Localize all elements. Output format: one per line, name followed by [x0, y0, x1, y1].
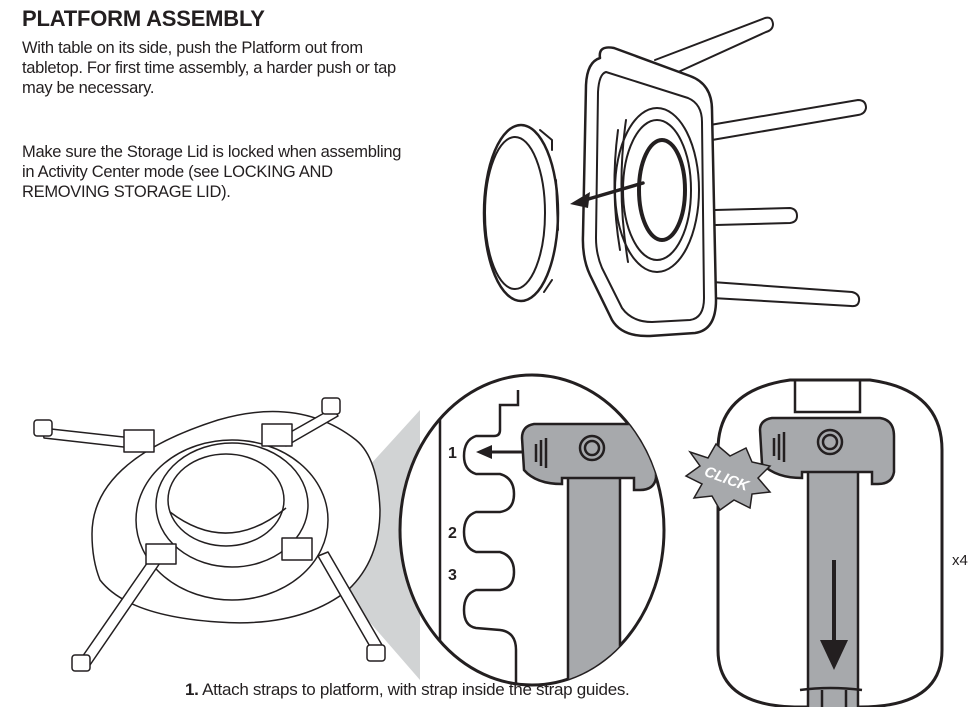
strap-guide-detail: 1 2 3	[398, 373, 666, 687]
step-number: 1.	[185, 680, 199, 699]
quantity-multiplier: x4	[952, 552, 968, 569]
strap-locked-detail: CLICK	[684, 378, 944, 707]
page-title: PLATFORM ASSEMBLY	[22, 6, 265, 31]
instruction-paragraph: With table on its side, push the Platfor…	[22, 39, 396, 97]
guide-label-1: 1	[448, 445, 457, 462]
storage-lid-note: Make sure the Storage Lid is locked when…	[22, 143, 402, 201]
step-caption: 1. Attach straps to platform, with strap…	[185, 680, 630, 700]
guide-label-2: 2	[448, 525, 457, 542]
guide-label-3: 3	[448, 567, 457, 584]
table-platform-illustration	[482, 16, 867, 338]
step-text: Attach straps to platform, with strap in…	[202, 680, 630, 699]
platform-straps-illustration	[33, 397, 420, 680]
